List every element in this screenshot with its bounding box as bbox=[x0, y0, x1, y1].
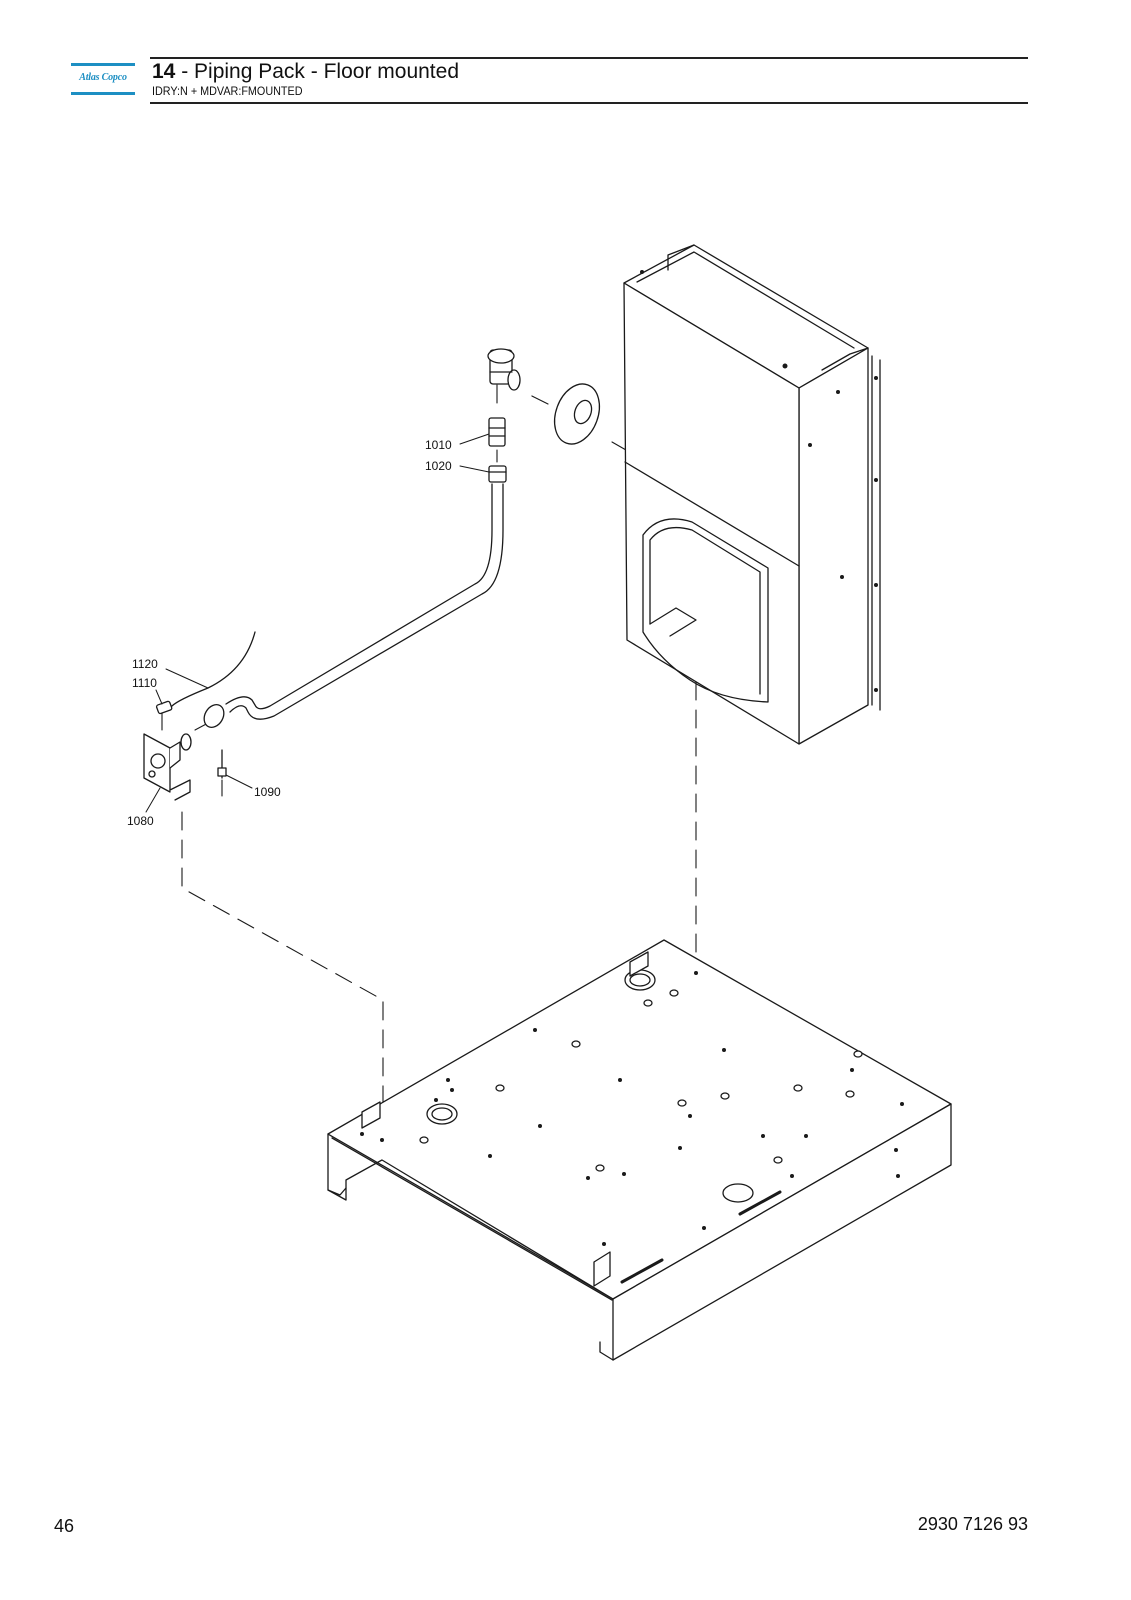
base-front-flange bbox=[599, 1341, 614, 1361]
atlas-copco-logo: Atlas Copco bbox=[71, 63, 135, 95]
cabinet-rivets bbox=[640, 270, 878, 692]
cable-1120 bbox=[171, 631, 256, 707]
base-slots bbox=[620, 1190, 782, 1284]
cabinet-side-panel bbox=[798, 347, 869, 745]
base-edge-highlight bbox=[331, 1137, 613, 1301]
callout-1010: 1010 bbox=[425, 438, 452, 452]
base-front-face bbox=[612, 1103, 952, 1361]
bent-pipe bbox=[203, 483, 504, 728]
gasket-washer bbox=[553, 383, 601, 445]
callout-1080: 1080 bbox=[127, 814, 154, 828]
document-number: 2930 7126 93 bbox=[917, 1514, 1028, 1534]
leader-lines bbox=[145, 433, 490, 813]
page-title: 14 - Piping Pack - Floor mounted bbox=[152, 59, 459, 84]
leader-1080 bbox=[145, 787, 161, 813]
base-left-face bbox=[327, 1133, 614, 1300]
logo-bar-bottom bbox=[71, 92, 135, 95]
callout-1020: 1020 bbox=[425, 459, 452, 473]
cabinet-opening-inner bbox=[649, 526, 761, 695]
callout-1120: 1120 bbox=[132, 657, 158, 671]
leader-1120 bbox=[165, 668, 209, 689]
cabinet-top-lip-right bbox=[821, 347, 869, 371]
logo-bar-top bbox=[71, 63, 135, 66]
cabinet-housing bbox=[623, 244, 881, 745]
callout-1110: 1110 bbox=[132, 676, 157, 690]
cabinet-opening-arc bbox=[642, 518, 769, 703]
tee-fitting bbox=[487, 348, 521, 391]
callout-1090: 1090 bbox=[254, 785, 281, 799]
base-frame bbox=[327, 939, 952, 1361]
page-subtitle: IDRY:N + MDVAR:FMOUNTED bbox=[152, 84, 303, 98]
logo-wordmark: Atlas Copco bbox=[79, 72, 127, 83]
bracket-1080 bbox=[143, 733, 192, 801]
base-brackets bbox=[361, 951, 649, 1287]
union-nut-1020 bbox=[488, 465, 507, 483]
leader-1090 bbox=[225, 774, 253, 789]
base-left-flange bbox=[327, 1187, 347, 1196]
header-rule-top bbox=[150, 57, 1028, 59]
section-title: - Piping Pack - Floor mounted bbox=[181, 60, 459, 83]
nipple-fitting-1010 bbox=[488, 417, 506, 447]
nut-1110 bbox=[155, 700, 173, 715]
cabinet-opening-shelf bbox=[649, 607, 697, 637]
base-top-plate bbox=[327, 939, 952, 1300]
base-holes bbox=[419, 969, 863, 1203]
leader-1110 bbox=[155, 689, 163, 705]
cabinet-panel-seam bbox=[624, 461, 800, 567]
page-number: 46 bbox=[54, 1516, 75, 1536]
leader-1020 bbox=[459, 465, 490, 473]
leader-1010 bbox=[459, 433, 490, 445]
section-number: 14 bbox=[152, 60, 176, 83]
base-rivets bbox=[360, 971, 904, 1246]
screw-1090 bbox=[217, 749, 227, 779]
cabinet-top-inner bbox=[636, 251, 855, 349]
header-rule-bottom bbox=[150, 102, 1028, 104]
cabinet-top-lip bbox=[667, 244, 695, 271]
